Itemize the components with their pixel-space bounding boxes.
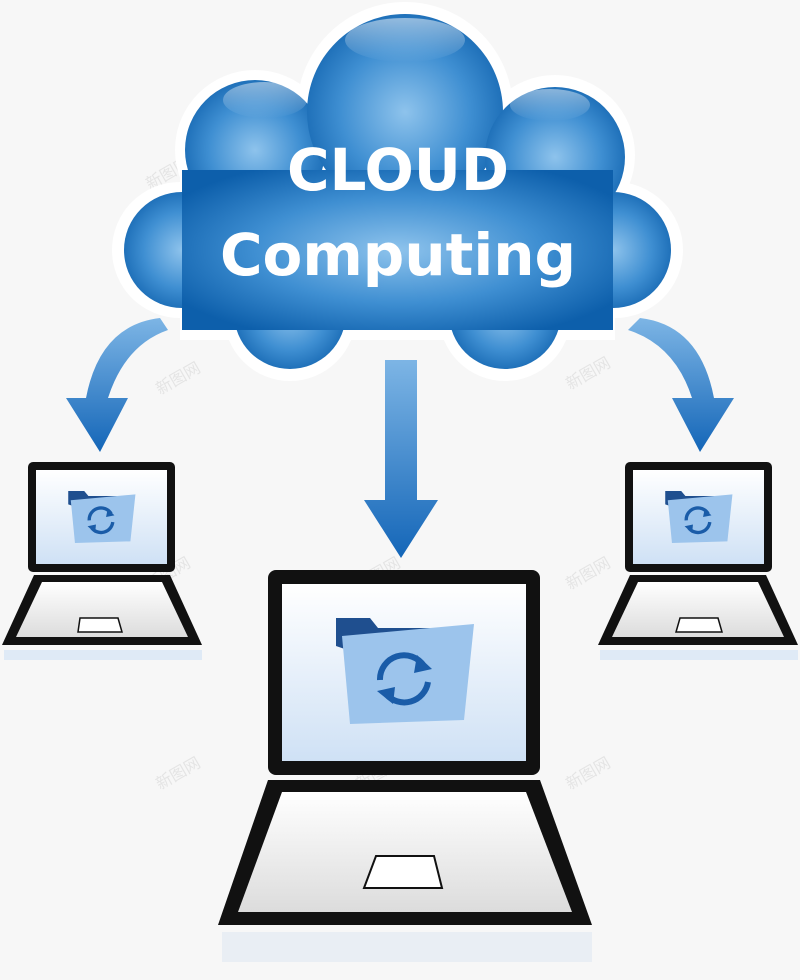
laptop-right <box>598 462 798 660</box>
laptop-left <box>2 462 202 660</box>
cloud-icon <box>112 2 683 381</box>
laptop-icon <box>598 462 798 660</box>
arrow-right <box>628 318 734 452</box>
watermark-text: 新图网 <box>563 753 614 793</box>
watermark-text: 新图网 <box>153 753 204 793</box>
sync-folder-icon <box>665 490 733 544</box>
down-arrow-icon <box>364 360 438 558</box>
watermark-text: 新图网 <box>153 358 204 398</box>
sync-folder-icon <box>68 490 136 544</box>
cloud: CLOUD Computing <box>112 2 683 381</box>
sync-folder-icon <box>336 618 474 724</box>
curved-arrow-icon <box>66 318 168 452</box>
arrow-center <box>364 360 438 558</box>
cloud-title: CLOUD <box>287 136 509 204</box>
curved-arrow-icon <box>628 318 734 452</box>
laptop-center <box>218 570 592 962</box>
arrow-left <box>66 318 168 452</box>
laptop-icon <box>2 462 202 660</box>
watermark-text: 新图网 <box>563 553 614 593</box>
cloud-subtitle: Computing <box>220 221 576 289</box>
watermark-text: 新图网 <box>563 353 614 393</box>
